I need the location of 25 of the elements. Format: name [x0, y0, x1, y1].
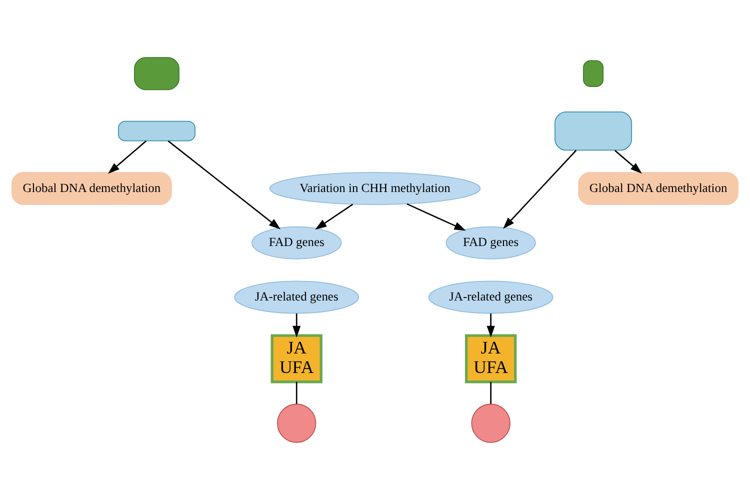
- node-box: [583, 60, 604, 87]
- arrow: [486, 313, 495, 338]
- node-circle: [471, 404, 510, 443]
- node-box: [554, 111, 632, 151]
- node-circle: [277, 404, 316, 443]
- node-ellipse: FAD genes: [446, 226, 536, 260]
- arrow: [292, 313, 301, 338]
- arrow: [503, 150, 577, 229]
- node-box: Global DNA demethylation: [578, 172, 738, 205]
- connector: [296, 382, 298, 404]
- node-box: JA UFA: [464, 334, 517, 384]
- node-box: [118, 120, 196, 142]
- node-ellipse: Variation in CHH methylation: [269, 172, 481, 205]
- arrow: [168, 140, 281, 230]
- node-ellipse: FAD genes: [252, 226, 342, 260]
- node-box: Global DNA demethylation: [12, 172, 172, 205]
- connector: [490, 382, 492, 404]
- arrow: [108, 140, 147, 174]
- node-box: JA UFA: [270, 334, 322, 384]
- arrow: [406, 203, 466, 231]
- node-ellipse: JA-related genes: [428, 280, 554, 314]
- node-ellipse: JA-related genes: [234, 280, 360, 314]
- arrow: [315, 204, 354, 230]
- arrow: [614, 150, 642, 174]
- node-box: [134, 57, 180, 90]
